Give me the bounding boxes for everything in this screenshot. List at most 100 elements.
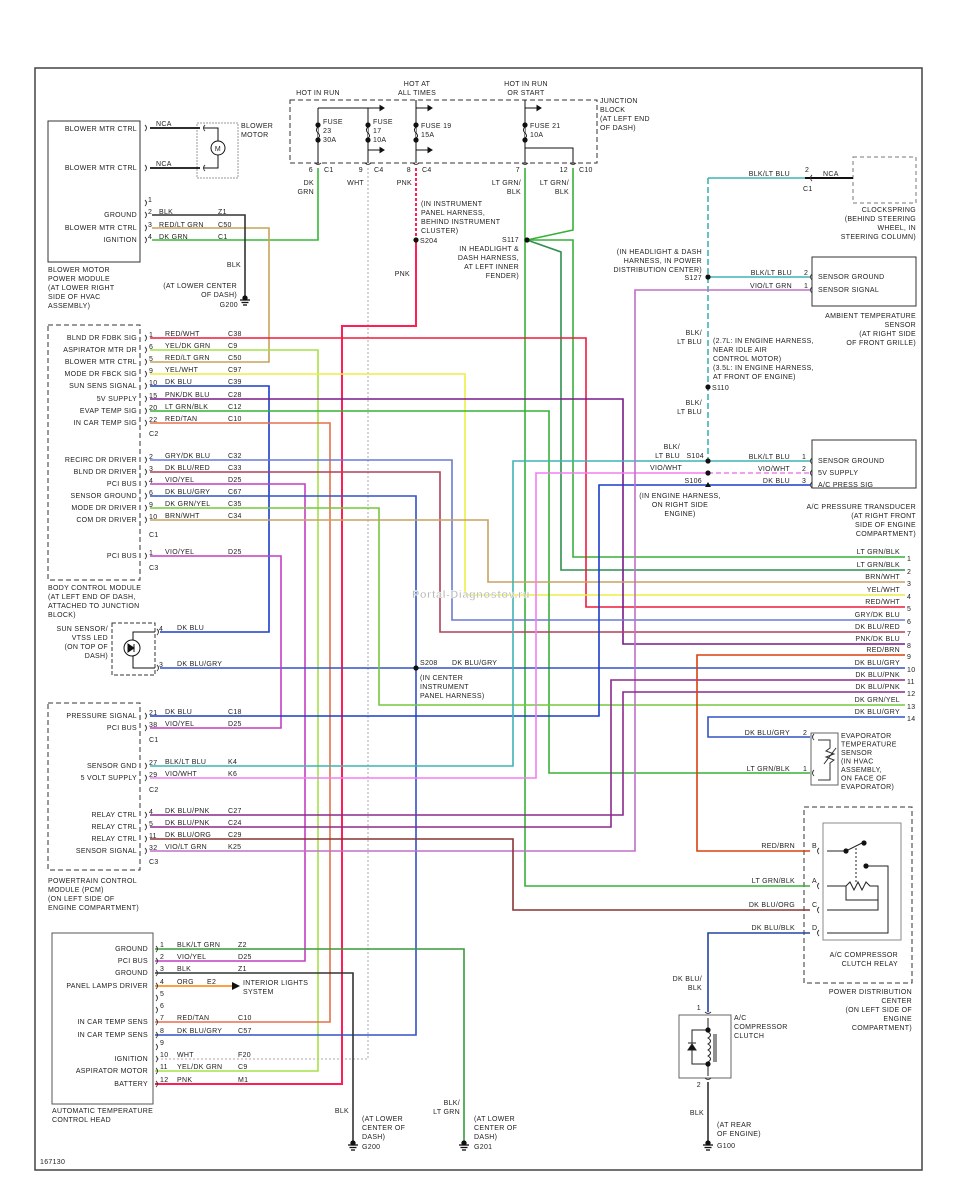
label-bcm-connectors-0-pins-0-color: RED/WHT (165, 331, 200, 338)
label-bcm-connectors-0-pins-5-label: 5V SUPPLY (97, 396, 137, 403)
label-sun_sensor-name-0: SUN SENSOR/ (56, 626, 108, 633)
label-bcm-connectors-0-pins-0-circuit: C38 (228, 331, 242, 338)
label-pcm-name-3: ENGINE COMPARTMENT) (48, 905, 139, 912)
connector-icon (144, 847, 147, 855)
label-junction_block-fuses-2-label-0: FUSE 19 (421, 123, 452, 130)
label-splices-s117-note-0: IN HEADLIGHT & (459, 246, 519, 253)
label-ground_g200_upper-wire: BLK (227, 262, 241, 269)
label-bcm-connectors-1-pins-5-num: 10 (149, 514, 157, 521)
fuse-terminal (365, 122, 371, 128)
label-clutch_relay-pins-2-num: C (812, 902, 817, 909)
label-ambient_sensor-name-0: AMBIENT TEMPERATURE (825, 313, 916, 320)
label-bcm-connectors-0-pins-2-color: RED/LT GRN (165, 355, 210, 362)
evap-sensor-box (810, 732, 839, 786)
wire-lt-grn-blk-relay-a (524, 168, 810, 887)
connector-icon (155, 1031, 158, 1039)
label-ground_g200-location-2: DASH) (362, 1134, 385, 1141)
wires (150, 127, 905, 1143)
label-bus_lines-10-num: 11 (907, 679, 915, 686)
label-atc_head-name-0: AUTOMATIC TEMPERATURE (52, 1108, 153, 1115)
label-compressor_clutch-name-2: CLUTCH (734, 1033, 764, 1040)
label-pcm-connectors-2-pins-3-circuit: K25 (228, 844, 241, 851)
connector-icon (155, 945, 158, 953)
label-atc_head-pins-11-label: BATTERY (114, 1081, 148, 1088)
ambient-sensor-box (811, 256, 917, 307)
label-sun_sensor-pins-0-num: 4 (159, 626, 163, 633)
label-bcm-connectors-0-pins-3-color: YEL/WHT (165, 367, 199, 374)
label-power_distribution_center-name-4: COMPARTMENT) (852, 1025, 912, 1032)
label-junction_block-outputs-2-conn: C4 (422, 167, 432, 174)
label-bcm-connectors-1-pins-1-circuit: C33 (228, 465, 242, 472)
label-bcm-connectors-0-pins-6-circuit: C12 (228, 404, 242, 411)
diagram-id: 167130 (40, 1159, 65, 1166)
label-atc_head-interior_lights-1: SYSTEM (243, 989, 274, 996)
label-bus_lines-10-color: DK BLU/PNK (855, 672, 900, 679)
connector-icon (144, 823, 147, 831)
wire-bus-2 (526, 239, 905, 571)
label-clutch_relay-pins-3-num: D (812, 925, 817, 932)
connector-icon (144, 124, 147, 132)
fuse-icon (414, 126, 418, 139)
label-bus_lines-1-color: LT GRN/BLK (857, 562, 900, 569)
connector-icon (144, 419, 147, 427)
label-bcm-connectors-1-pins-3-num: 6 (149, 490, 153, 497)
label-junction_block-outputs-1-conn: C4 (374, 167, 384, 174)
label-bcm-connectors-1-pins-3-label: SENSOR GROUND (70, 493, 137, 500)
label-atc_head-pins-9-label: IGNITION (114, 1056, 148, 1063)
label-bcm-connectors-0-pins-1-num: 6 (149, 344, 153, 351)
clockspring-box (852, 156, 917, 204)
label-bcm-connectors-0-pins-2-circuit: C50 (228, 355, 242, 362)
label-atc_head-interior_lights-0: INTERIOR LIGHTS (243, 980, 308, 987)
label-ambient_sensor-name-1: SENSOR (885, 322, 916, 329)
label-splices-s117-id: S117 (502, 237, 519, 244)
label-junction_block-feeds-hot_in_run-0: HOT IN RUN (296, 90, 340, 97)
label-pcm-connectors-2-pins-3-num: 32 (149, 845, 157, 852)
label-pcm-name-2: (ON LEFT SIDE OF (48, 896, 115, 903)
ground-icon (459, 1140, 469, 1151)
label-bus_lines-13-color: DK BLU/GRY (855, 709, 900, 716)
label-junction_block-outputs-4-pin: 12 (560, 167, 568, 174)
label-splices-s117-note-2: AT LEFT INNER (464, 264, 519, 271)
label-bcm-connectors-1-pins-1-label: BLND DR DRIVER (74, 469, 137, 476)
label-bcm-connectors-1-pins-1-num: 3 (149, 466, 153, 473)
label-atc_head-pins-6-color: RED/TAN (177, 1015, 209, 1022)
label-bcm-connectors-1-pins-4-color: DK GRN/YEL (165, 501, 210, 508)
label-bcm-connectors-0-pins-3-label: MODE DR FBCK SIG (65, 371, 137, 378)
wire-dk-grn-ignition (152, 168, 319, 241)
ground-icon (703, 1140, 713, 1151)
symbols (123, 100, 889, 1151)
wire-wht-f20 (155, 168, 369, 1060)
label-atc_head-pins-1-circuit: D25 (238, 954, 252, 961)
label-junction_block-fuses-2-label-1: 15A (421, 132, 434, 139)
connector-icon (155, 982, 158, 990)
label-junction_block-outputs-0-color-0: DK (304, 180, 314, 187)
fuse-terminal (522, 122, 528, 128)
label-bcm-connectors-1-pins-0-circuit: C32 (228, 453, 242, 460)
connector-icon (203, 124, 206, 132)
connector-icon (144, 468, 147, 476)
wire-yel-wht-c97 (150, 373, 905, 596)
label-ground_g200-wire-0: BLK (335, 1108, 349, 1115)
label-bcm-connectors-0-pins-5-num: 15 (149, 393, 157, 400)
connector-icon (155, 1043, 158, 1051)
label-atc_head-pins-7-num: 8 (160, 1028, 164, 1035)
label-atc_head-pins-10-circuit: C9 (238, 1064, 248, 1071)
label-pressure_transducer-pins-2-label: A/C PRESS SIG (818, 482, 873, 489)
label-blower_module-pins-0-num: 1 (148, 197, 152, 204)
pdc-box (803, 806, 913, 984)
label-ambient_sensor-pins-1-label: SENSOR SIGNAL (818, 287, 879, 294)
wire-dk-blu-pnk-c24 (150, 679, 905, 828)
label-bus_lines-6-color: DK BLU/RED (855, 624, 900, 631)
relay-icon (827, 842, 889, 934)
label-pcm-connectors-2-pins-1-num: 5 (149, 821, 153, 828)
connector-icon (364, 162, 372, 165)
wire-yel-dk-grn-c9 (150, 349, 319, 1072)
wire-red-lt-grn-c50 (150, 227, 270, 363)
connector-icon (817, 929, 820, 937)
label-pcm-connectors-2-pins-2-label: RELAY CTRL (91, 836, 137, 843)
connector-icon (144, 334, 147, 342)
label-pcm-connectors-1-pins-1-label: 5 VOLT SUPPLY (81, 775, 137, 782)
label-atc_head-pins-6-num: 7 (160, 1015, 164, 1022)
label-compressor_clutch-location-1: OF ENGINE) (717, 1131, 761, 1138)
label-bus_lines-8-num: 9 (907, 654, 911, 661)
